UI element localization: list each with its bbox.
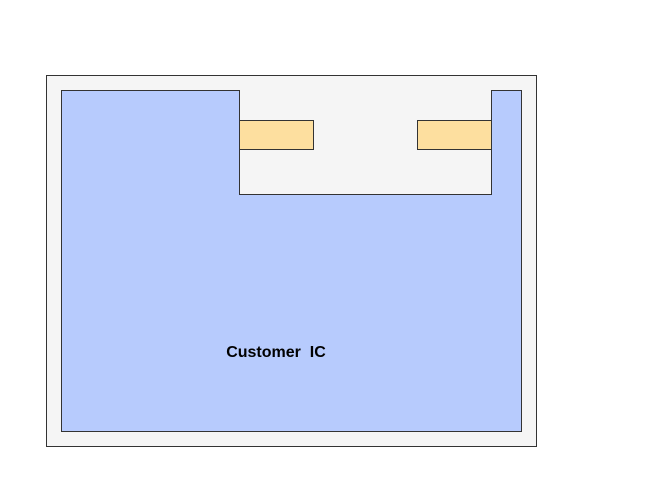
bond-pad-right — [417, 120, 492, 150]
customer-ic-label: Customer IC — [226, 344, 326, 361]
bond-pad-left — [239, 120, 314, 150]
